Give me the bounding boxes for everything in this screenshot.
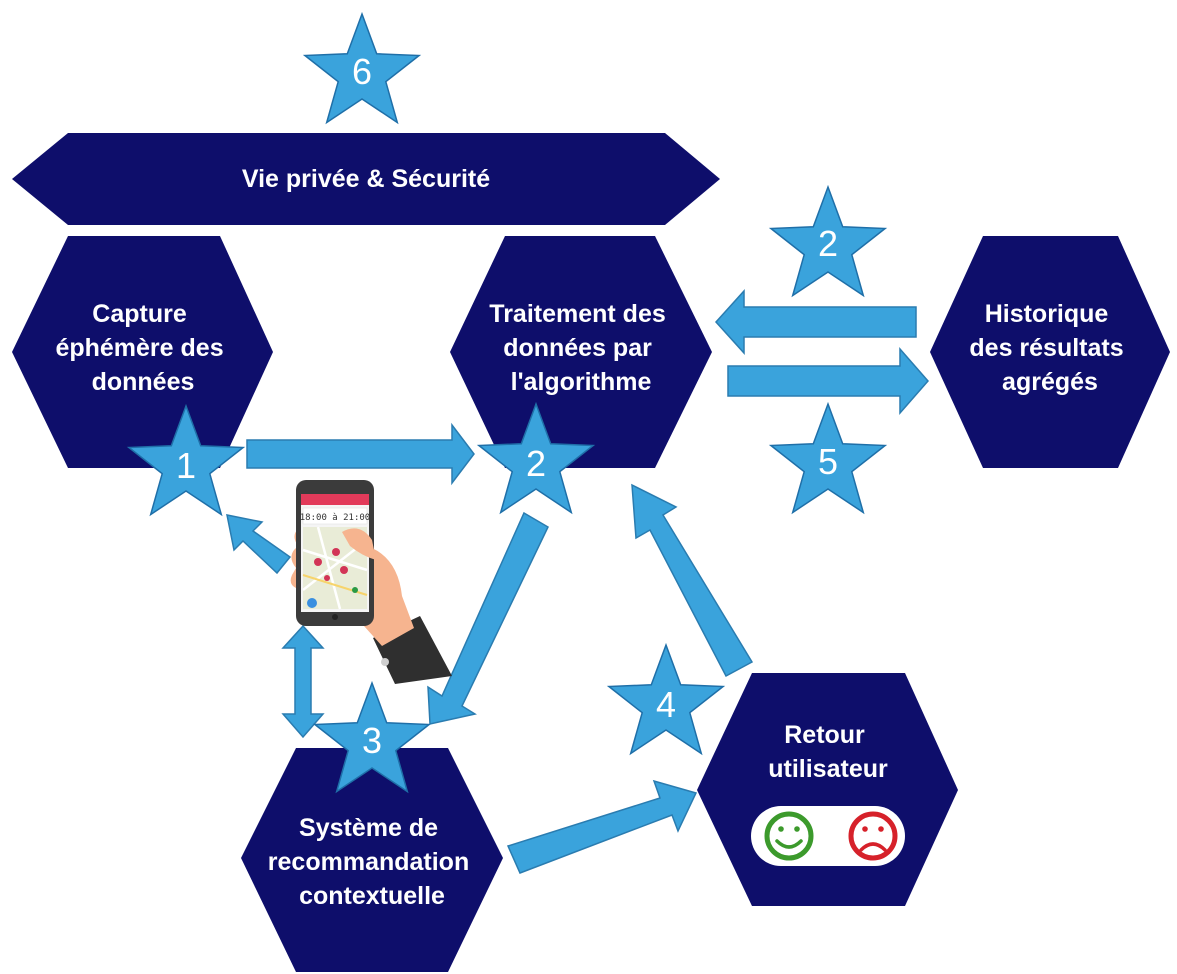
- node-systeme: Système de recommandation contextuelle: [241, 748, 503, 972]
- retour-label-line-2: utilisateur: [768, 755, 888, 783]
- systeme-label-line-1: Système de: [299, 814, 438, 842]
- svg-text:Retour utilisateur: Retour utilisateur: [768, 721, 888, 783]
- smiley-happy-icon[interactable]: [764, 811, 814, 861]
- arrow-phone-systeme-double: [281, 624, 325, 739]
- svg-text:Historique des résultats: Historique des résultats agrégés: [969, 300, 1130, 396]
- star-6-icon: 6: [302, 11, 422, 125]
- historique-label-line-3: agrégés: [1002, 368, 1098, 396]
- arrow-historique-to-traitement: [714, 289, 917, 355]
- star-3-icon: 3: [312, 680, 432, 794]
- star-6-number: 6: [352, 51, 372, 92]
- capture-label-line-3: données: [92, 368, 195, 396]
- star-2-top-icon: 2: [768, 184, 888, 298]
- arrow-systeme-to-retour: [506, 779, 698, 874]
- retour-label-line-1: Retour: [784, 721, 865, 749]
- star-1-number: 1: [176, 445, 196, 486]
- node-capture: Capture éphémère des données: [12, 236, 273, 468]
- smiley-sad-icon[interactable]: [848, 811, 898, 861]
- star-5-icon: 5: [768, 401, 888, 515]
- star-4-icon: 4: [606, 642, 726, 756]
- phone-time-text: 18:00 à 21:00: [300, 513, 370, 523]
- svg-text:Traitement des données p: Traitement des données par l'algorithme: [489, 300, 672, 396]
- arrow-traitement-to-systeme: [427, 511, 549, 725]
- star-2-top-number: 2: [818, 223, 838, 264]
- capture-label-line-2: éphémère des: [55, 334, 223, 362]
- star-3-number: 3: [362, 720, 382, 761]
- arrow-phone-to-capture: [226, 514, 292, 575]
- arrow-retour-to-traitement: [631, 483, 754, 678]
- historique-label-line-1: Historique: [985, 300, 1109, 328]
- historique-label-line-2: des résultats: [969, 334, 1123, 362]
- privacy-security-banner: Vie privée & Sécurité: [12, 133, 720, 225]
- star-2-center-icon: 2: [476, 401, 596, 515]
- svg-text:Capture éphémère des: Capture éphémère des données: [55, 300, 230, 396]
- star-5-number: 5: [818, 441, 838, 482]
- node-retour: Retour utilisateur: [697, 673, 958, 906]
- node-traitement: Traitement des données par l'algorithme: [450, 236, 712, 468]
- traitement-label-line-2: données par: [503, 334, 652, 362]
- svg-text:Système de recommandatio: Système de recommandation contextuelle: [268, 814, 476, 910]
- arrow-traitement-to-historique: [727, 347, 929, 415]
- systeme-label-line-3: contextuelle: [299, 882, 445, 910]
- capture-label-line-1: Capture: [92, 300, 187, 328]
- traitement-label-line-3: l'algorithme: [511, 368, 652, 396]
- star-1-icon: 1: [126, 403, 246, 517]
- star-4-number: 4: [656, 684, 676, 725]
- arrow-capture-to-traitement: [246, 422, 475, 486]
- phone-in-hand-illustration: 18:00 à 21:00: [290, 480, 452, 684]
- node-historique: Historique des résultats agrégés: [930, 236, 1170, 468]
- banner-label: Vie privée & Sécurité: [242, 165, 490, 193]
- star-2-center-number: 2: [526, 443, 546, 484]
- systeme-label-line-2: recommandation: [268, 848, 469, 876]
- traitement-label-line-1: Traitement des: [489, 300, 665, 328]
